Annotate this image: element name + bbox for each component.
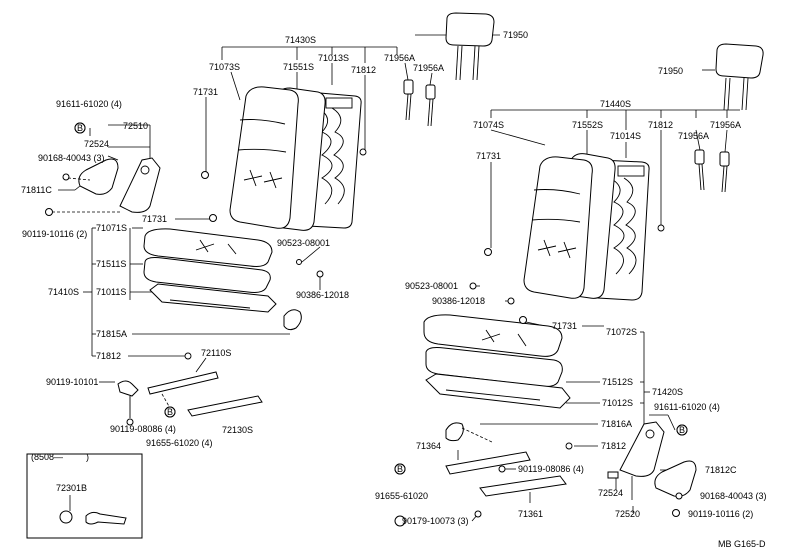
seat-rails-right xyxy=(394,451,567,527)
b-marker-left-rail xyxy=(164,406,176,418)
label-90386-left: 90386-12018 xyxy=(296,290,349,300)
headrest-left xyxy=(445,12,495,81)
label-72520: 72520 xyxy=(615,509,640,519)
label-71811C: 71811C xyxy=(21,185,52,195)
label-71552S: 71552S xyxy=(572,120,603,130)
label-91655-left: 91655-61020 (4) xyxy=(146,438,213,448)
label-71361: 71361 xyxy=(518,509,543,519)
label-71440S: 71440S xyxy=(600,99,631,109)
label-71731-right-mid: 71731 xyxy=(552,321,577,331)
label-71812-left-top: 71812 xyxy=(351,65,376,75)
label-90119-08086-left: 90119-08086 (4) xyxy=(110,424,176,434)
b-marker-right-top xyxy=(676,424,688,436)
label-90523-right: 90523-08001 xyxy=(405,281,458,291)
label-71074S: 71074S xyxy=(473,120,504,130)
label-B-right-rail: B xyxy=(397,464,403,474)
label-71410S: 71410S xyxy=(48,287,79,297)
label-72524-right: 72524 xyxy=(598,488,623,498)
label-71812C: 71812C xyxy=(705,465,737,475)
label-B-left-top: B xyxy=(77,123,83,133)
label-71950-right: 71950 xyxy=(658,66,683,76)
label-90386-right: 90386-12018 xyxy=(432,296,485,306)
label-71731-left-top: 71731 xyxy=(193,87,218,97)
label-71011S: 71011S xyxy=(96,287,126,297)
label-90119-10101: 90119-10101 xyxy=(46,377,98,387)
label-71956A-3: 71956A xyxy=(678,131,709,141)
inset-box xyxy=(26,453,143,539)
label-90179: 90179-10073 (3) xyxy=(402,516,469,526)
label-71073S: 71073S xyxy=(209,62,240,72)
seatback-right xyxy=(469,153,616,305)
label-71072S: 71072S xyxy=(606,327,637,337)
label-71430S: 71430S xyxy=(285,35,316,45)
label-B-right-top: B xyxy=(679,425,685,435)
b-marker-right-rail xyxy=(394,463,406,475)
label-71731-left-mid: 71731 xyxy=(142,214,167,224)
label-91611-right: 91611-61020 (4) xyxy=(654,402,720,412)
label-71511S: 71511S xyxy=(96,259,126,269)
label-71956A-4: 71956A xyxy=(710,120,741,130)
label-71420S: 71420S xyxy=(652,387,683,397)
label-90119-08086-right: 90119-08086 (4) xyxy=(518,464,584,474)
label-71551S: 71551S xyxy=(283,62,314,72)
label-90168-right: 90168-40043 (3) xyxy=(700,491,767,501)
label-72110S: 72110S xyxy=(201,348,231,358)
label-71812-right-bottom: 71812 xyxy=(601,441,626,451)
label-71812-left-bottom: 71812 xyxy=(96,351,121,361)
label-71014S: 71014S xyxy=(610,131,641,141)
label-71956A-2: 71956A xyxy=(413,63,444,73)
label-8508: (8508— xyxy=(31,452,63,462)
label-72524-left: 72524 xyxy=(84,139,109,149)
label-91611-left: 91611-61020 (4) xyxy=(56,99,122,109)
recliner-right xyxy=(607,421,697,517)
label-72510: 72510 xyxy=(123,121,148,131)
label-71012S: 71012S xyxy=(602,398,633,408)
label-90119-10116-left: 90119-10116 (2) xyxy=(22,229,87,239)
label-footer-code: MB G165-D xyxy=(718,539,766,549)
label-71731-right-top: 71731 xyxy=(476,151,501,161)
seat-cushion-right xyxy=(423,314,573,450)
label-71816A: 71816A xyxy=(601,419,632,429)
label-71815A: 71815A xyxy=(96,329,127,339)
seat-cushion-left xyxy=(143,214,324,360)
label-71364: 71364 xyxy=(416,441,441,451)
label-71956A-1: 71956A xyxy=(384,53,415,63)
headrest-support-left xyxy=(403,79,436,127)
label-91655-right: 91655-61020 xyxy=(375,491,428,501)
label-71950-left: 71950 xyxy=(503,30,528,40)
leader-lines-right xyxy=(457,69,740,522)
label-72130S: 72130S xyxy=(222,425,253,435)
label-71013S: 71013S xyxy=(318,53,349,63)
headrest-support-right xyxy=(694,149,730,193)
recliner-left xyxy=(45,122,161,216)
labels: 71430S 71950 71073S 71551S 71013S 71956A… xyxy=(21,30,767,549)
label-90523-left: 90523-08001 xyxy=(277,238,330,248)
label-90119-10116-right: 90119-10116 (2) xyxy=(688,509,753,519)
headrest-right xyxy=(715,43,764,111)
b-marker-left-top xyxy=(74,122,86,134)
seatback-left xyxy=(201,86,326,231)
label-71812-right-top: 71812 xyxy=(648,120,673,130)
leader-lines-left xyxy=(58,34,500,383)
label-71512S: 71512S xyxy=(602,377,633,387)
label-90168-left: 90168-40043 (3) xyxy=(38,153,105,163)
seat-rails-left xyxy=(117,371,263,426)
label-B-left-rail: B xyxy=(167,407,173,417)
label-72301B: 72301B xyxy=(56,483,87,493)
label-71071S: 71071S xyxy=(96,223,127,233)
label-8508-close: ) xyxy=(86,452,89,462)
